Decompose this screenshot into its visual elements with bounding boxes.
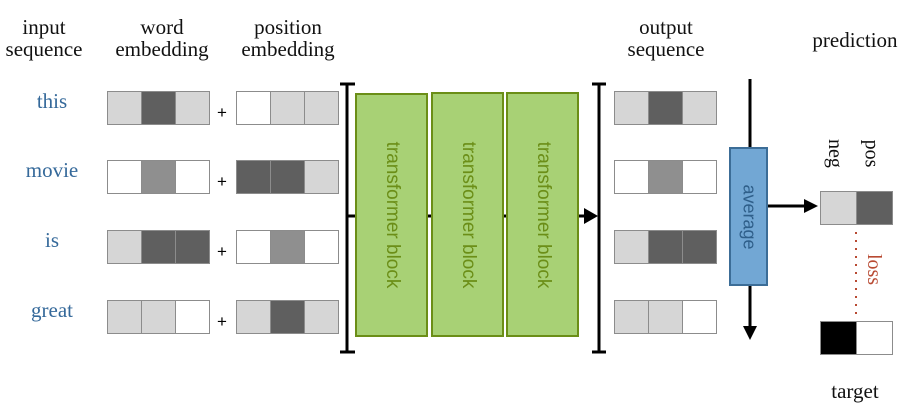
output-sequence-vector	[614, 160, 717, 194]
word-embedding-vector-cell	[176, 92, 209, 124]
header-word-line1: word	[140, 15, 184, 39]
header-input-sequence: input sequence	[0, 16, 88, 60]
word-embedding-vector	[107, 230, 210, 264]
position-embedding-vector-cell	[271, 231, 304, 263]
label-target: target	[831, 379, 879, 403]
output-sequence-vector-cell	[683, 161, 716, 193]
transformer-block-2-label: transformer block	[457, 141, 479, 288]
position-embedding-vector-cell	[271, 301, 304, 333]
transformer-block-1: transformer block	[355, 93, 428, 337]
word-embedding-vector-cell	[108, 301, 141, 333]
transformer-block-2: transformer block	[431, 92, 504, 337]
header-output-line1: output	[639, 15, 693, 39]
word-embedding-vector-cell	[176, 231, 209, 263]
position-embedding-vector	[236, 160, 339, 194]
output-sequence-vector	[614, 300, 717, 334]
word-embedding-vector	[107, 160, 210, 194]
prediction-arrowhead	[804, 199, 818, 213]
word-embedding-vector	[107, 91, 210, 125]
position-embedding-vector-cell	[305, 161, 338, 193]
position-embedding-vector-cell	[305, 92, 338, 124]
token-word: movie	[25, 158, 79, 182]
header-output-sequence: output sequence	[610, 16, 722, 60]
output-sequence-vector-cell	[649, 161, 682, 193]
output-sequence-vector-cell	[615, 231, 648, 263]
header-prediction: prediction	[812, 28, 898, 52]
output-sequence-vector-cell	[615, 301, 648, 333]
average-box: average	[729, 147, 768, 286]
token-word: great	[31, 298, 73, 322]
plus-sign: +	[217, 103, 227, 122]
output-sequence-vector	[614, 91, 717, 125]
position-embedding-vector-cell	[271, 161, 304, 193]
position-embedding-vector-cell	[305, 231, 338, 263]
header-input-line1: input	[22, 15, 66, 39]
output-sequence-vector-cell	[683, 231, 716, 263]
position-embedding-vector-cell	[271, 92, 304, 124]
position-embedding-vector	[236, 91, 339, 125]
transformer-block-1-label: transformer block	[381, 141, 403, 289]
plus-sign: +	[217, 312, 227, 331]
loss-label: loss	[863, 253, 886, 286]
header-word-embedding: word embedding	[104, 16, 220, 60]
output-sequence-vector-cell	[649, 301, 682, 333]
output-sequence-vector-cell	[683, 301, 716, 333]
class-label-neg: neg	[823, 139, 846, 168]
word-embedding-vector-cell	[176, 161, 209, 193]
word-embedding-vector	[107, 300, 210, 334]
position-embedding-vector-cell	[237, 92, 270, 124]
word-embedding-vector-cell	[142, 301, 175, 333]
position-embedding-vector-cell	[237, 161, 270, 193]
position-embedding-vector	[236, 300, 339, 334]
word-embedding-vector-cell	[176, 301, 209, 333]
flow-arrowhead	[584, 208, 598, 224]
average-label: average	[739, 183, 759, 250]
prediction-cell	[821, 192, 856, 224]
word-embedding-vector-cell	[108, 231, 141, 263]
output-sequence-vector-cell	[649, 231, 682, 263]
word-embedding-vector-cell	[108, 161, 141, 193]
transformer-block-3-label: transformer block	[532, 141, 554, 288]
output-sequence-vector-cell	[615, 161, 648, 193]
plus-sign: +	[217, 172, 227, 191]
output-sequence-vector	[614, 230, 717, 264]
word-embedding-vector-cell	[142, 161, 175, 193]
prediction-cell	[857, 192, 892, 224]
average-down-arrowhead	[743, 326, 757, 340]
word-embedding-vector-cell	[142, 231, 175, 263]
header-position-line2: embedding	[241, 37, 335, 61]
word-embedding-vector-cell	[108, 92, 141, 124]
target-cell	[821, 322, 856, 354]
output-sequence-vector-cell	[649, 92, 682, 124]
transformer-block-3: transformer block	[506, 92, 579, 337]
plus-sign: +	[217, 242, 227, 261]
prediction-vector	[820, 191, 893, 225]
position-embedding-vector-cell	[305, 301, 338, 333]
output-sequence-vector-cell	[615, 92, 648, 124]
target-vector	[820, 321, 893, 355]
header-input-line2: sequence	[5, 37, 83, 61]
token-word: is	[44, 228, 59, 252]
header-position-embedding: position embedding	[230, 16, 346, 60]
output-sequence-vector-cell	[683, 92, 716, 124]
position-embedding-vector-cell	[237, 231, 270, 263]
header-output-line2: sequence	[627, 37, 705, 61]
header-word-line2: embedding	[115, 37, 209, 61]
class-label-pos: pos	[860, 139, 883, 168]
position-embedding-vector-cell	[237, 301, 270, 333]
token-word: this	[36, 89, 68, 113]
word-embedding-vector-cell	[142, 92, 175, 124]
position-embedding-vector	[236, 230, 339, 264]
header-position-line1: position	[254, 15, 322, 39]
target-cell	[857, 322, 892, 354]
